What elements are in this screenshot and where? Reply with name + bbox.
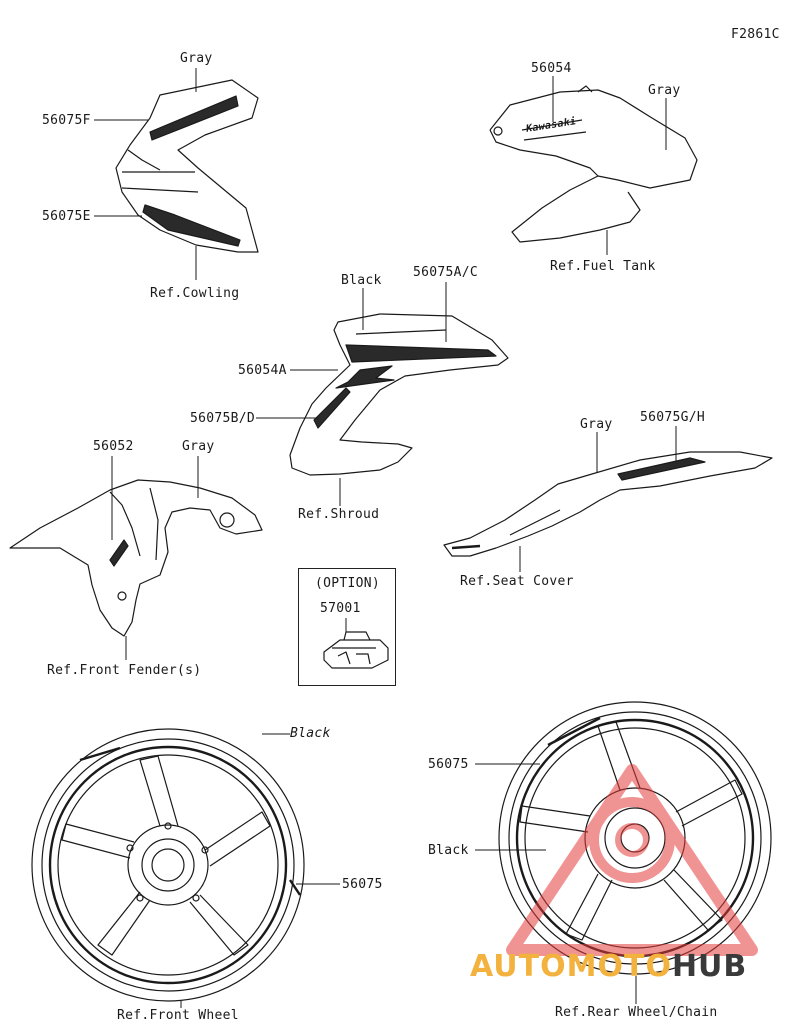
tank-part-label: 56054 <box>531 61 572 76</box>
fender-ref-label: Ref.Front Fender(s) <box>47 663 202 678</box>
tank-ref-label: Ref.Fuel Tank <box>550 259 656 274</box>
figure-code: F2861C <box>731 27 780 42</box>
fender-part-label: 56052 <box>93 439 134 454</box>
fender-color-label: Gray <box>182 439 215 454</box>
shroud-illustration <box>289 313 509 476</box>
front-wheel-ref-label: Ref.Front Wheel <box>117 1008 239 1023</box>
cowl-lower-part-label: 56075E <box>42 209 91 224</box>
watermark-text-part1: AUTOMOTO <box>470 949 672 984</box>
front-wheel-illustration <box>31 728 305 1002</box>
rear-wheel-color-label: Black <box>428 843 469 858</box>
option-clip-illustration <box>323 631 389 669</box>
rear-wheel-ref-label: Ref.Rear Wheel/Chain <box>555 1005 718 1020</box>
fuel-tank-illustration <box>489 85 698 243</box>
cowl-color-label: Gray <box>180 51 213 66</box>
seat-part-label: 56075G/H <box>640 410 706 425</box>
option-part-label: 57001 <box>320 601 361 616</box>
front-fender-illustration <box>9 479 263 637</box>
watermark-text: AUTOMOTOHUB <box>470 952 747 982</box>
cowling-illustration <box>115 79 259 253</box>
shroud-lower-part-label: 56075B/D <box>190 411 256 426</box>
seat-color-label: Gray <box>580 417 613 432</box>
rear-wheel-part-label: 56075 <box>428 757 469 772</box>
watermark-text-part2: HUB <box>671 949 748 984</box>
watermark-logo <box>506 764 758 956</box>
cowl-ref-label: Ref.Cowling <box>150 286 240 301</box>
seat-cover-illustration <box>443 451 773 557</box>
tank-color-label: Gray <box>648 83 681 98</box>
shroud-ref-label: Ref.Shroud <box>298 507 380 522</box>
front-wheel-color-label: Black <box>290 726 331 741</box>
cowl-upper-part-label: 56075F <box>42 113 91 128</box>
shroud-upper-part-label: 56075A/C <box>413 265 479 280</box>
rear-wheel-illustration <box>498 701 772 975</box>
front-wheel-part-label: 56075 <box>342 877 383 892</box>
leader-lines <box>94 68 677 1008</box>
option-box <box>298 568 396 686</box>
shroud-color-label: Black <box>341 273 382 288</box>
shroud-mid-part-label: 56054A <box>238 363 287 378</box>
option-title-label: (OPTION) <box>315 576 381 591</box>
seat-ref-label: Ref.Seat Cover <box>460 574 574 589</box>
